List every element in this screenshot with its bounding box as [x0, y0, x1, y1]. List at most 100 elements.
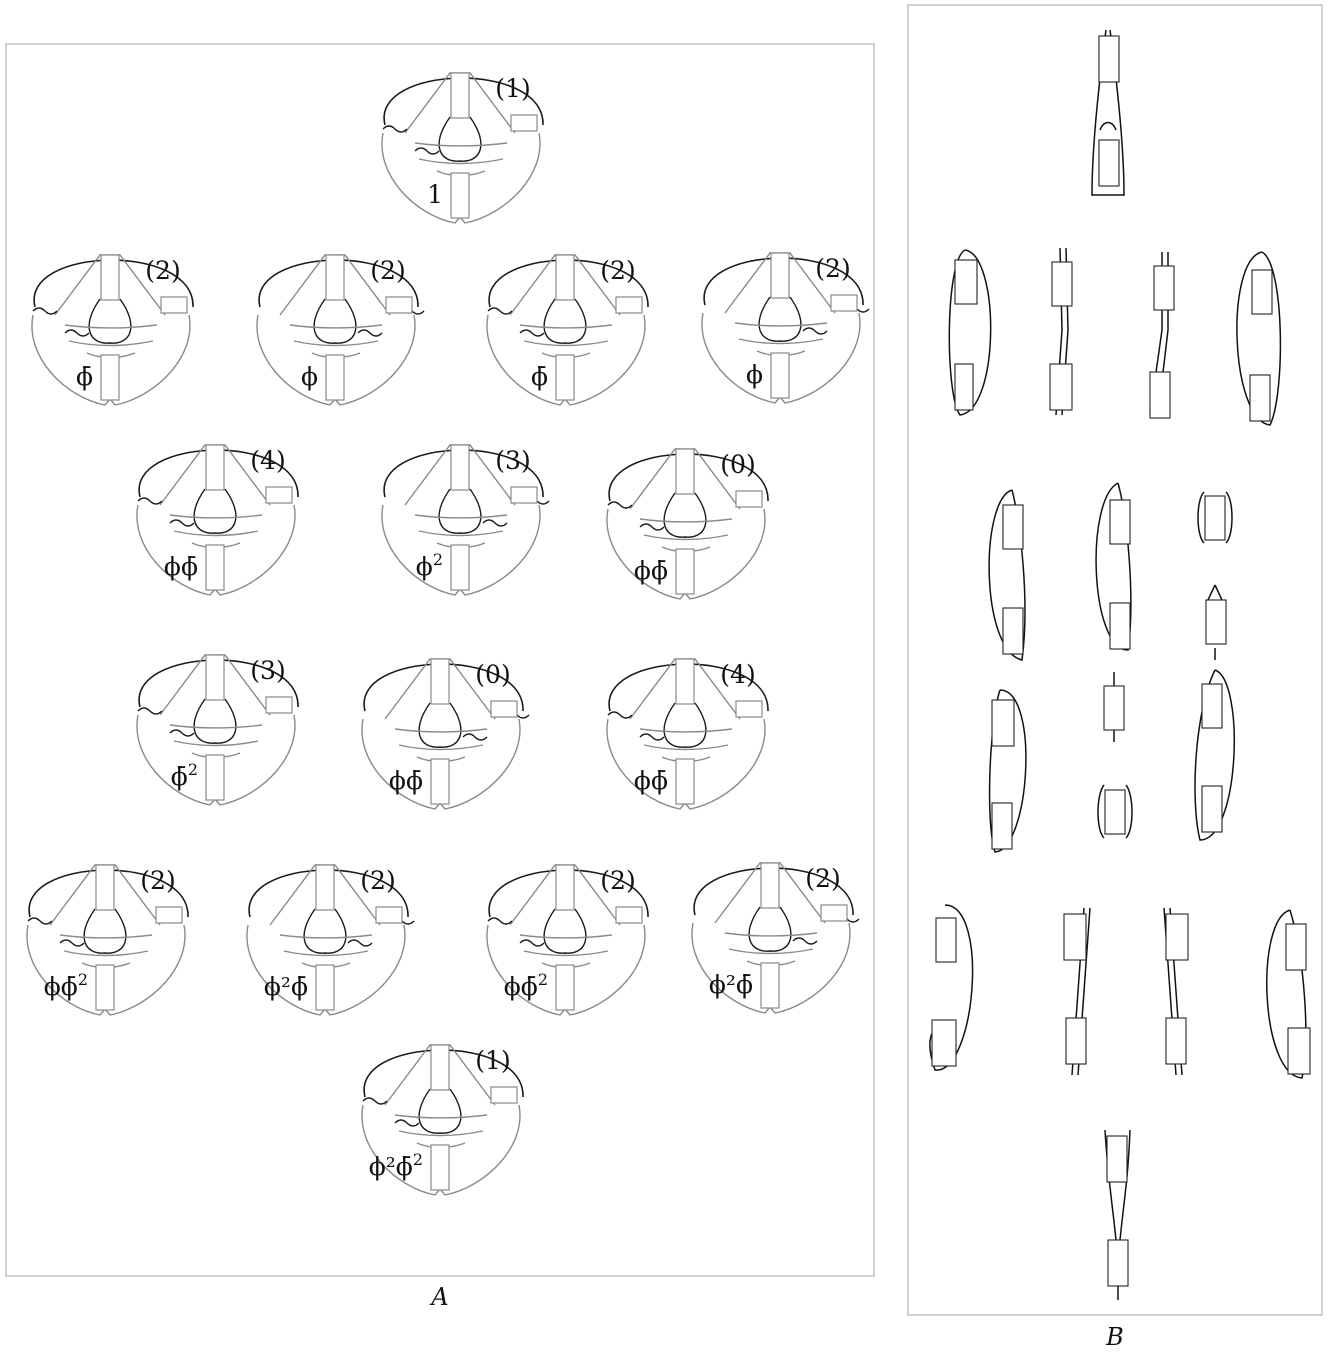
lower-box	[451, 545, 469, 590]
twist	[358, 330, 382, 336]
tube-diagram	[1064, 908, 1090, 1075]
upper-box	[431, 659, 449, 704]
weight-base: ϕϕ̄	[634, 766, 668, 795]
twist	[383, 126, 407, 132]
tube-segment	[1166, 914, 1188, 960]
vacuum-diagram: (4)ϕϕ̄	[137, 445, 298, 595]
upper-box	[556, 255, 574, 300]
weight-base: ϕ	[301, 362, 318, 391]
weight-label: ϕ̄	[531, 362, 548, 391]
weight-exponent: 2	[538, 970, 548, 989]
side-box	[386, 297, 412, 313]
weight-base: ϕϕ̄	[389, 766, 423, 795]
upper-box	[326, 255, 344, 300]
twist	[363, 1098, 387, 1104]
twist	[488, 308, 512, 314]
tube-segment	[1202, 786, 1222, 832]
band	[415, 515, 507, 518]
multiplicity-label: (1)	[475, 1046, 510, 1075]
lower-box	[556, 965, 574, 1010]
upper-box	[676, 659, 694, 704]
tube-segment	[955, 364, 973, 410]
twist	[65, 330, 89, 336]
band	[415, 143, 507, 146]
twist	[488, 918, 512, 924]
tube-diagram	[1195, 670, 1234, 840]
panel-a-diagrams: (1)1(2)ϕ̄(2)ϕ(2)ϕ̄(2)ϕ(4)ϕϕ̄(3)ϕ2(0)ϕϕ̄(…	[27, 73, 869, 1195]
weight-base: ϕ	[746, 360, 763, 389]
panel-b-frame	[908, 5, 1322, 1315]
weight-exponent: 2	[188, 760, 198, 779]
multiplicity-label: (0)	[475, 660, 510, 689]
vacuum-diagram: (4)ϕϕ̄	[607, 659, 768, 809]
side-box	[511, 487, 537, 503]
tube-diagram	[1237, 252, 1280, 425]
upper-box	[101, 255, 119, 300]
tube-diagram	[1092, 30, 1124, 195]
central-loop	[419, 703, 461, 747]
vacuum-diagram: (2)ϕ²ϕ̄	[692, 863, 859, 1013]
weight-exponent: 2	[413, 1150, 423, 1169]
lower-box	[101, 355, 119, 400]
central-loop	[439, 489, 481, 533]
weight-label: ϕ̄	[76, 362, 93, 391]
band	[395, 1115, 487, 1118]
twist	[170, 520, 194, 526]
tube-segment	[1107, 1136, 1127, 1182]
upper-box	[556, 865, 574, 910]
tube-segment	[1154, 266, 1174, 310]
lower-box	[771, 353, 789, 398]
vacuum-diagram: (0) ϕϕ̄	[362, 659, 529, 809]
lower-box	[316, 965, 334, 1010]
central-loop	[194, 699, 236, 743]
weight-label: ϕϕ̄	[164, 552, 198, 581]
weight-base: ϕ̄	[171, 762, 188, 791]
weight-base: ϕ̄	[531, 362, 548, 391]
tube-segment	[1206, 600, 1226, 644]
lower-box	[556, 355, 574, 400]
tube-segment	[1205, 496, 1225, 540]
upper-box	[676, 449, 694, 494]
vacuum-diagram: (2)ϕ̄	[487, 255, 648, 405]
vacuum-diagram: (3) ϕ̄2	[137, 655, 298, 805]
band	[290, 325, 382, 328]
weight-label: ϕϕ̄2	[44, 970, 88, 1001]
central-loop	[664, 703, 706, 747]
vacuum-diagram: (2)ϕϕ̄2	[487, 865, 648, 1015]
twist	[138, 498, 162, 504]
side-box	[831, 295, 857, 311]
multiplicity-label: (2)	[600, 866, 635, 895]
twist	[483, 520, 507, 526]
tube-diagram	[1164, 908, 1188, 1075]
tube-diagram	[1104, 672, 1124, 742]
twist	[415, 148, 439, 154]
side-box	[376, 907, 402, 923]
weight-label: ϕ̄2	[171, 760, 198, 791]
lower-box	[676, 759, 694, 804]
side-box	[161, 297, 187, 313]
tube-segment	[1202, 684, 1222, 728]
central-loop	[304, 909, 346, 953]
twist	[138, 708, 162, 714]
tube-diagram	[1150, 252, 1174, 418]
tube-segment	[1252, 270, 1272, 314]
multiplicity-label: (3)	[250, 656, 285, 685]
weight-label: ϕ²ϕ̄	[264, 972, 308, 1001]
lower-box	[206, 545, 224, 590]
upper-box	[316, 865, 334, 910]
vacuum-diagram: (2)ϕ̄	[32, 255, 193, 405]
central-loop	[544, 909, 586, 953]
vacuum-diagram: (1)1	[382, 73, 543, 223]
multiplicity-label: (2)	[805, 864, 840, 893]
tube-diagram	[1267, 910, 1310, 1078]
weight-label: ϕϕ̄	[634, 556, 668, 585]
twist	[520, 330, 544, 336]
weight-base: ϕ	[416, 552, 433, 581]
lower-box	[206, 755, 224, 800]
band	[725, 933, 817, 936]
side-box	[266, 697, 292, 713]
upper-box	[451, 445, 469, 490]
upper-box	[206, 445, 224, 490]
vacuum-diagram: (1)ϕ²ϕ̄2	[362, 1045, 523, 1195]
twist	[28, 918, 52, 924]
